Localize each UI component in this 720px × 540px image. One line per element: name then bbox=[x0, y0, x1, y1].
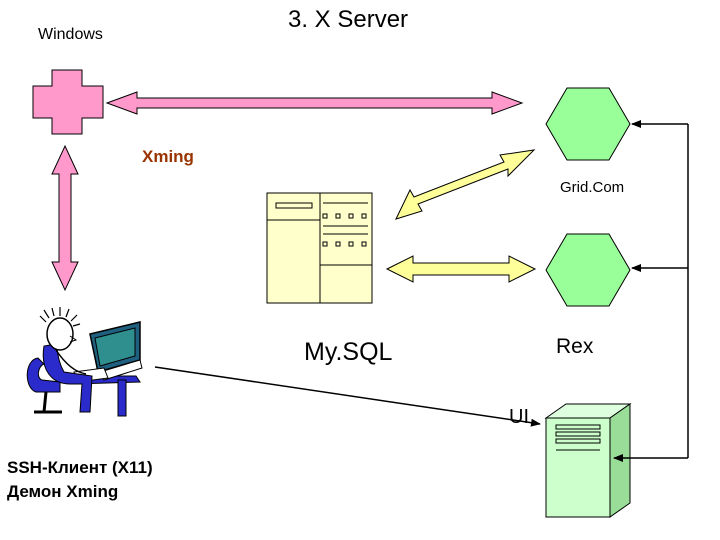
windows-xserver-double-arrow bbox=[105, 91, 524, 115]
windows-cross-icon bbox=[32, 69, 104, 135]
gridcom-hexagon-icon bbox=[545, 87, 631, 161]
ssh-client-label: SSH-Клиент (X11) bbox=[7, 458, 153, 477]
user-computer-icon bbox=[26, 307, 143, 417]
client-ui-arrow bbox=[154, 366, 541, 427]
server-connector-lines bbox=[613, 120, 689, 462]
windows-client-double-arrow bbox=[51, 144, 79, 292]
windows-label: Windows bbox=[38, 26, 103, 43]
mysql-label: My.SQL bbox=[304, 338, 393, 366]
xming-label: Xming bbox=[142, 147, 194, 166]
mysql-table-icon bbox=[266, 192, 373, 304]
xming-daemon-label: Демон Xming bbox=[7, 482, 119, 501]
ui-server-tower-icon bbox=[544, 403, 632, 518]
diagram-title: 3. X Server bbox=[288, 6, 409, 33]
gridcom-mysql-diagonal-arrow bbox=[395, 149, 536, 220]
ui-label: UI bbox=[509, 406, 529, 428]
gridcom-label: Grid.Com bbox=[560, 179, 625, 196]
rex-mysql-double-arrow bbox=[385, 255, 537, 283]
rex-hexagon-icon bbox=[545, 233, 631, 307]
rex-label: Rex bbox=[556, 335, 594, 358]
